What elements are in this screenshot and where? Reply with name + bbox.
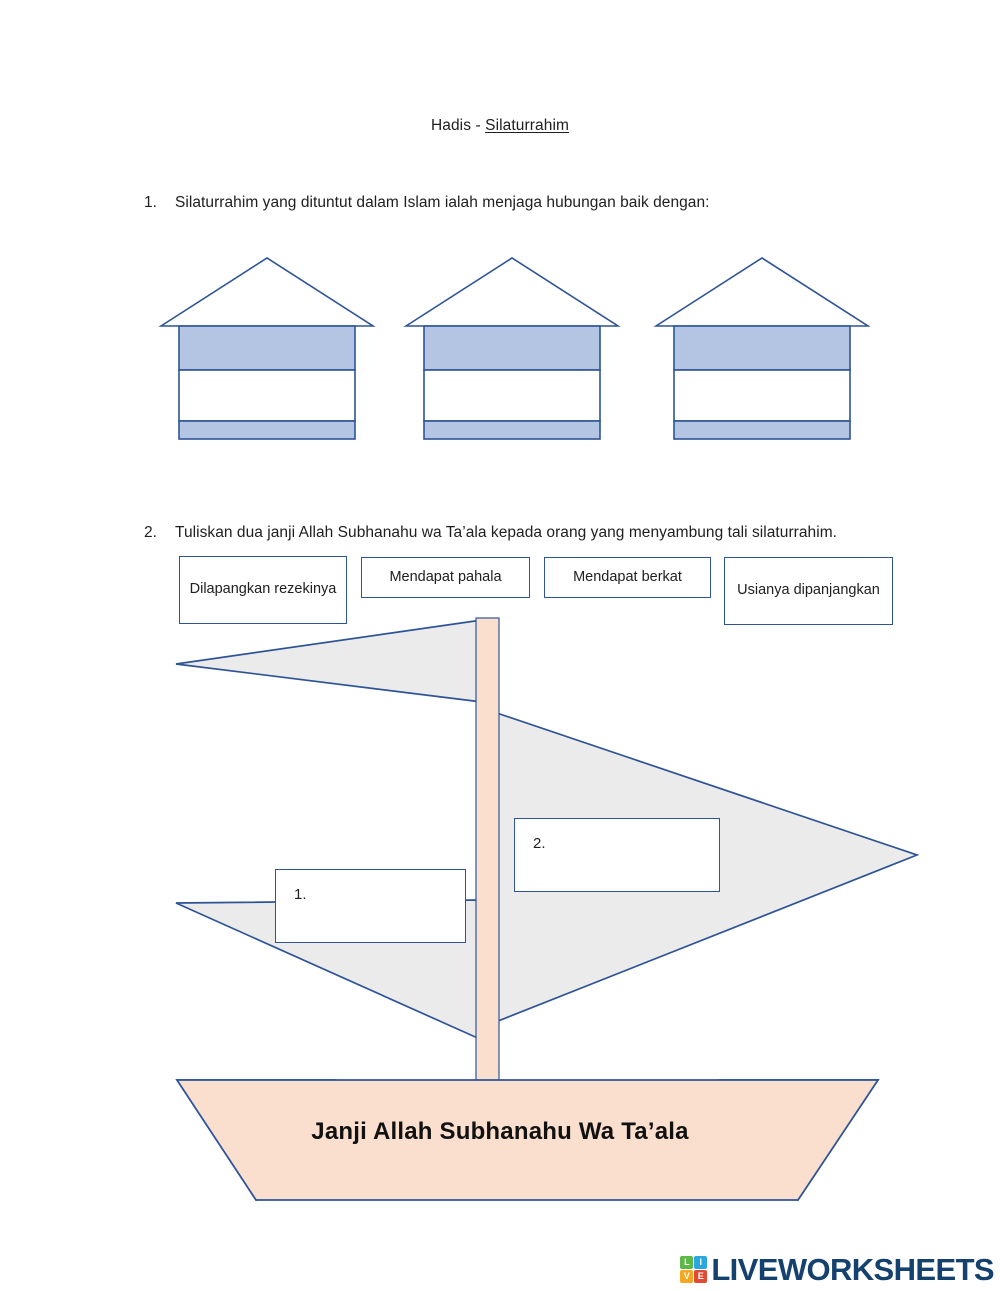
hull-main-shape: [175, 1079, 880, 1201]
pennant-flag-shape: [175, 619, 483, 703]
logo-wordmark: LIVEWORKSHEETS: [711, 1252, 994, 1287]
option-box-mendapat-pahala[interactable]: Mendapat pahala: [361, 557, 530, 598]
option-box-mendapat-berkat[interactable]: Mendapat berkat: [544, 557, 711, 598]
logo-tile-i: I: [694, 1256, 708, 1269]
house-shape-2: [403, 254, 621, 440]
page-title-prefix: Hadis -: [430, 117, 486, 134]
page-title: Hadis - Silaturrahim: [0, 117, 1000, 135]
boat-diagram: [150, 610, 940, 1220]
page-title-keyword: Silaturrahim: [485, 117, 570, 134]
option-box-usianya-dipanjangkan[interactable]: Usianya dipanjangkan: [724, 557, 893, 625]
house-shape-3: [653, 254, 871, 440]
liveworksheets-logo: L I V E LIVEWORKSHEETS: [680, 1252, 995, 1287]
house-shape-1: [158, 254, 376, 440]
answer-box-2[interactable]: 2.: [514, 818, 720, 892]
logo-tile-v: V: [680, 1270, 694, 1283]
answer-box-1[interactable]: 1.: [275, 869, 466, 943]
option-box-dilapangkan-rezekinya[interactable]: Dilapangkan rezekinya: [179, 556, 347, 624]
question-1-text: Silaturrahim yang dituntut dalam Islam i…: [175, 194, 710, 211]
question-1-number: 1.: [144, 194, 157, 211]
logo-tile-e: E: [694, 1270, 708, 1283]
question-2-text: Tuliskan dua janji Allah Subhanahu wa Ta…: [175, 524, 838, 541]
question-2-number: 2.: [144, 524, 157, 541]
logo-tile-l: L: [680, 1256, 694, 1269]
mast-shape: [475, 617, 500, 1094]
logo-tiles-icon: L I V E: [680, 1256, 708, 1283]
